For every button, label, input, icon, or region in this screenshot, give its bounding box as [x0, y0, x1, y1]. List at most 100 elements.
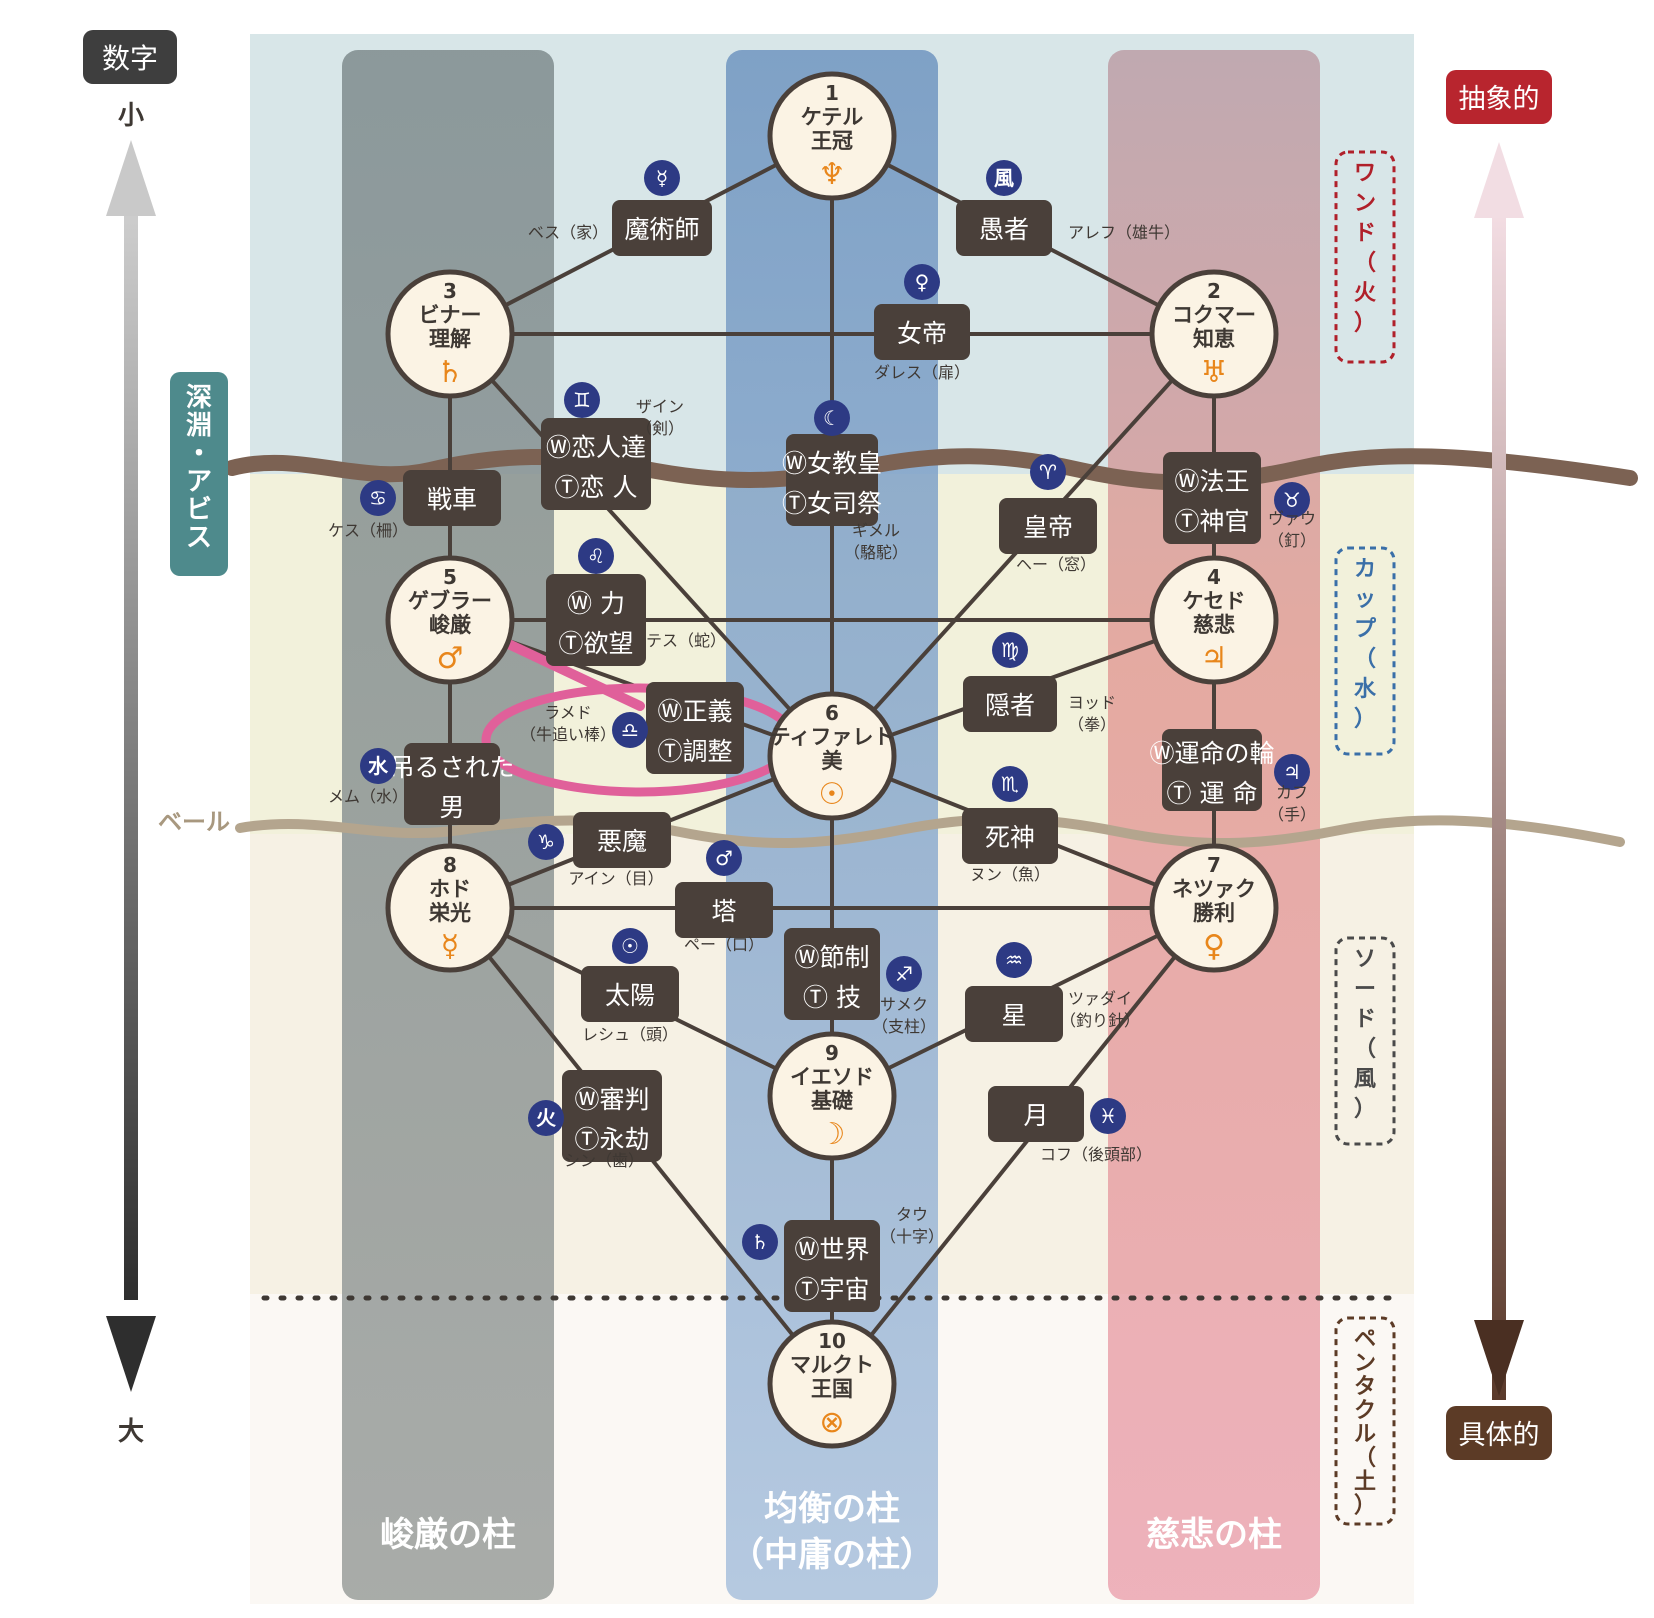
- path-card-title: 月: [1023, 1101, 1048, 1130]
- path-card-bg: [404, 743, 500, 825]
- path-hebrew-meaning: （拳）: [1068, 715, 1116, 734]
- left-axis-label: 数字: [102, 42, 158, 75]
- path-card-title: 隠者: [985, 691, 1035, 720]
- suit-label-1: カップ（水）: [1354, 557, 1377, 732]
- path-badge-icon: [992, 766, 1028, 802]
- path-card-title: Ⓦ審判: [574, 1085, 649, 1114]
- sephira-name: ケテル: [801, 105, 864, 129]
- sephira-number: 3: [443, 279, 457, 303]
- severity-pillar-label: 峻厳の柱: [380, 1515, 516, 1555]
- path-card-bg: [675, 882, 773, 938]
- sephira-circle: [1149, 843, 1279, 973]
- path-hebrew-letter: カフ: [1276, 783, 1308, 802]
- path-hebrew-letter: ベス（家）: [528, 223, 608, 242]
- path-hebrew-letter: ダレス（扉）: [874, 363, 970, 382]
- path-card-subtitle: Ⓣ 運 命: [1167, 779, 1258, 808]
- sephira-meaning: 基礎: [811, 1089, 853, 1113]
- right-axis-top: 抽象的: [1459, 84, 1540, 115]
- path-badge-icon: [612, 712, 648, 748]
- abyss-label-badge: 深淵・アビス: [170, 372, 228, 576]
- path-card-bg: [1162, 729, 1262, 811]
- path-badge-symbol: ♍: [1001, 638, 1019, 662]
- path-hebrew-letter: ザイン: [636, 397, 684, 416]
- path-card-subtitle: Ⓣ調整: [657, 737, 732, 766]
- path-card-title: Ⓦ 力: [567, 589, 625, 618]
- path-card-13: 死神♏ヌン（魚）: [962, 766, 1058, 884]
- path-card-title: 吊るされた: [389, 753, 514, 782]
- path-card-title: 死神: [985, 823, 1035, 852]
- path-hebrew-letter: タウ: [896, 1205, 928, 1224]
- path-hebrew-letter: ラメド: [544, 703, 592, 722]
- path-badge-symbol: 風: [994, 166, 1014, 190]
- abyss-label: 深淵・アビス: [186, 383, 212, 553]
- path-card-16: 太陽☉レシュ（頭）: [581, 928, 679, 1044]
- path-hebrew-letter: レシュ（頭）: [582, 1025, 678, 1044]
- sephira-name: ゲブラー: [408, 589, 492, 613]
- sephira-meaning: 王冠: [811, 129, 853, 153]
- suit-box-3: [1334, 1316, 1396, 1526]
- sephira-planet-icon: ♂: [437, 641, 464, 676]
- path-badge-icon: [528, 824, 564, 860]
- path-card-bg: [546, 574, 646, 666]
- sephira-circle: [767, 691, 897, 821]
- path-card-bg: [956, 200, 1052, 256]
- sephiroth: 1ケテル王冠♆2コクマー知恵♅3ビナー理解♄4ケセド慈悲♃5ゲブラー峻厳♂6ティ…: [385, 71, 1279, 1449]
- sephira-meaning: 勝利: [1193, 901, 1235, 925]
- path-card-bg: [646, 682, 744, 774]
- path-badge-icon: [360, 480, 396, 516]
- sephira-circle: [1149, 269, 1279, 399]
- path-card-title: Ⓦ法王: [1174, 467, 1249, 496]
- sephira-name: ビナー: [419, 303, 482, 327]
- path-card-bg: [965, 986, 1063, 1042]
- suit-labels: ワンド（火）カップ（水）ソード（風）ペンタクル（土）: [1334, 150, 1396, 1526]
- path-card-bg: [874, 304, 970, 360]
- path-badge-symbol: ♊: [573, 388, 591, 412]
- right-axis-bottom: 具体的: [1459, 1420, 1540, 1451]
- path-card-title: 戦車: [427, 485, 477, 514]
- path-badge-symbol: ♈: [1039, 460, 1057, 484]
- path-hebrew-letter: コフ（後頭部）: [1040, 1145, 1152, 1164]
- path-card-14: 悪魔♑アイン（目）: [528, 812, 671, 888]
- left-axis-label-box: [83, 30, 177, 84]
- path-hebrew-letter: ヴァウ: [1268, 509, 1316, 528]
- path-badge-symbol: ☾: [823, 406, 841, 430]
- sephira-circle: [767, 1031, 897, 1161]
- sephira-name: ケセド: [1183, 589, 1246, 613]
- path-badge-symbol: ♌: [587, 544, 605, 568]
- path-badge-icon: [564, 382, 600, 418]
- suit-box-0: [1334, 150, 1396, 364]
- path-hebrew-letter: ケス（柵）: [328, 521, 408, 540]
- path-badge-icon: [1090, 1098, 1126, 1134]
- sephira-meaning: 美: [822, 749, 843, 773]
- path-badge-symbol: ☿: [656, 166, 668, 190]
- path-badge-icon: [904, 264, 940, 300]
- path-hebrew-letter: ペー（口）: [684, 935, 764, 954]
- path-card-bg: [541, 418, 651, 510]
- path-badge-symbol: ♋: [369, 486, 387, 510]
- path-badge-icon: [1274, 754, 1310, 790]
- path-badge-symbol: ♂: [715, 846, 733, 870]
- path-card-6: 戦車 ♋ ケス（柵）: [328, 470, 501, 540]
- path-card-bg: [1163, 452, 1261, 544]
- path-badge-icon: [1030, 454, 1066, 490]
- path-badge-icon: [996, 942, 1032, 978]
- path-hebrew-letter: ヌン（魚）: [970, 865, 1050, 884]
- left-axis-top: 小: [118, 101, 144, 131]
- path-card-title: 星: [1001, 1001, 1026, 1030]
- right-axis-bottom-box: [1446, 1406, 1552, 1460]
- path-card-bg: [988, 1086, 1084, 1142]
- path-card-20: 月♓コフ（後頭部）: [988, 1086, 1152, 1164]
- path-card-subtitle: Ⓣ 技: [803, 983, 861, 1012]
- path-hebrew-meaning: （駱駝）: [844, 543, 908, 562]
- path-badge-icon: [886, 956, 922, 992]
- sephira-number: 1: [825, 81, 839, 105]
- sephira-planet-icon: ♀: [1203, 929, 1225, 964]
- path-card-7: 皇帝♈ヘー（窓）: [999, 454, 1097, 574]
